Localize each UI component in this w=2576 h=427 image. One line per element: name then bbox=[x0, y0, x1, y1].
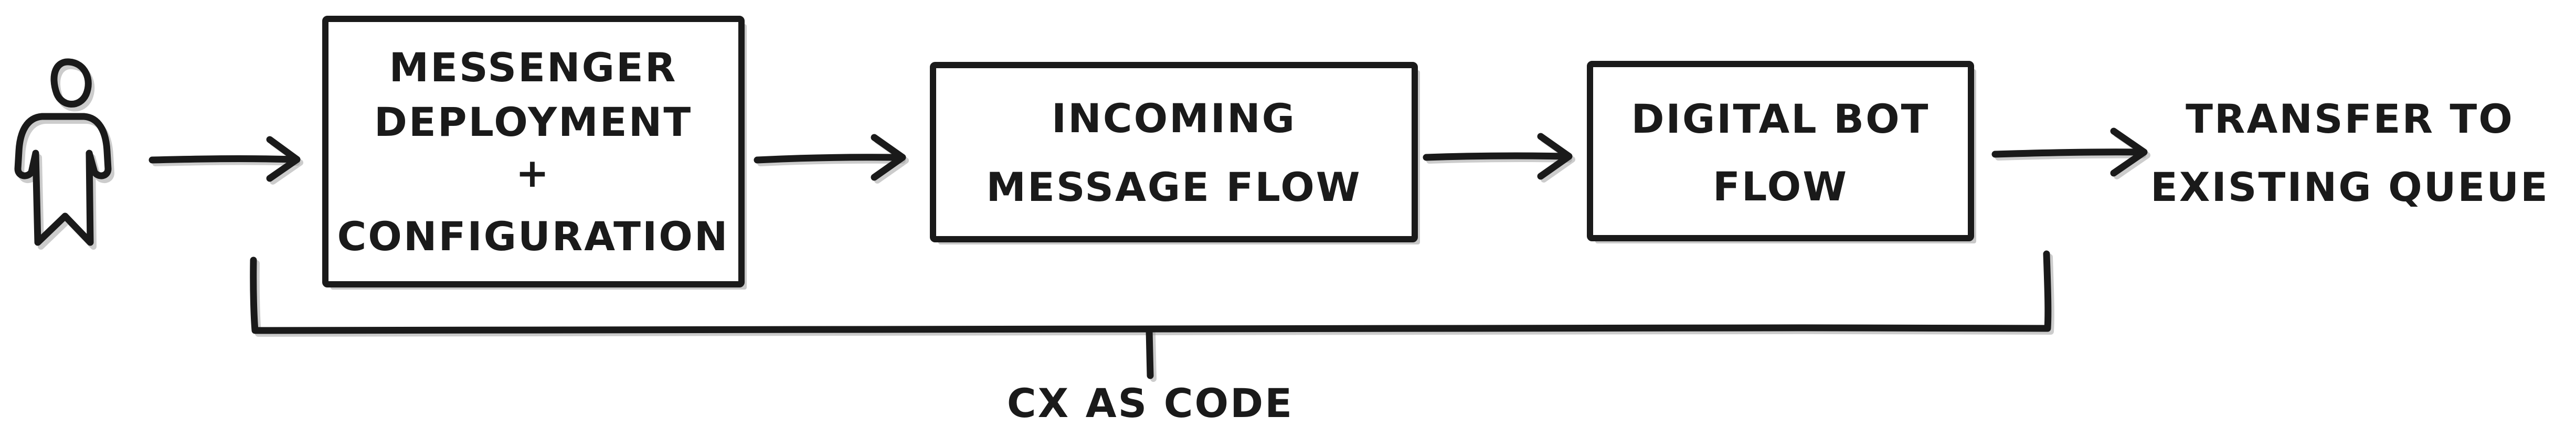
arrow-incoming-to-bot bbox=[1423, 133, 1575, 183]
arrow-user-to-messenger bbox=[149, 136, 303, 185]
digital-bot-flow-box: DIGITAL BOT FLOW bbox=[1587, 61, 1976, 243]
digital-bot-flow-line-2: FLOW bbox=[1713, 163, 1848, 210]
messenger-deployment-line-2: DEPLOYMENT bbox=[374, 99, 692, 145]
messenger-deployment-line-4: CONFIGURATION bbox=[337, 213, 729, 260]
messenger-deployment-box: MESSENGER DEPLOYMENT + CONFIGURATION bbox=[322, 16, 747, 290]
transfer-to-existing-queue-label: TRANSFER TO EXISTING QUEUE bbox=[2150, 95, 2549, 210]
digital-bot-flow-line-1: DIGITAL BOT bbox=[1631, 95, 1930, 142]
cx-as-code-bracket bbox=[250, 250, 2054, 382]
incoming-message-flow-box: INCOMING MESSAGE FLOW bbox=[930, 62, 1420, 244]
messenger-deployment-line-1: MESSENGER bbox=[389, 44, 677, 91]
cx-as-code-label: CX AS CODE bbox=[1007, 380, 1294, 426]
incoming-message-flow-line-2: MESSAGE FLOW bbox=[986, 164, 1361, 210]
transfer-line-2: EXISTING QUEUE bbox=[2150, 164, 2549, 210]
arrow-messenger-to-incoming bbox=[754, 134, 909, 184]
person-icon bbox=[14, 58, 114, 250]
messenger-deployment-line-3: + bbox=[516, 150, 551, 196]
incoming-message-flow-line-1: INCOMING bbox=[1052, 95, 1296, 142]
transfer-line-1: TRANSFER TO bbox=[2186, 95, 2514, 142]
arrow-bot-to-transfer bbox=[1991, 127, 2150, 179]
